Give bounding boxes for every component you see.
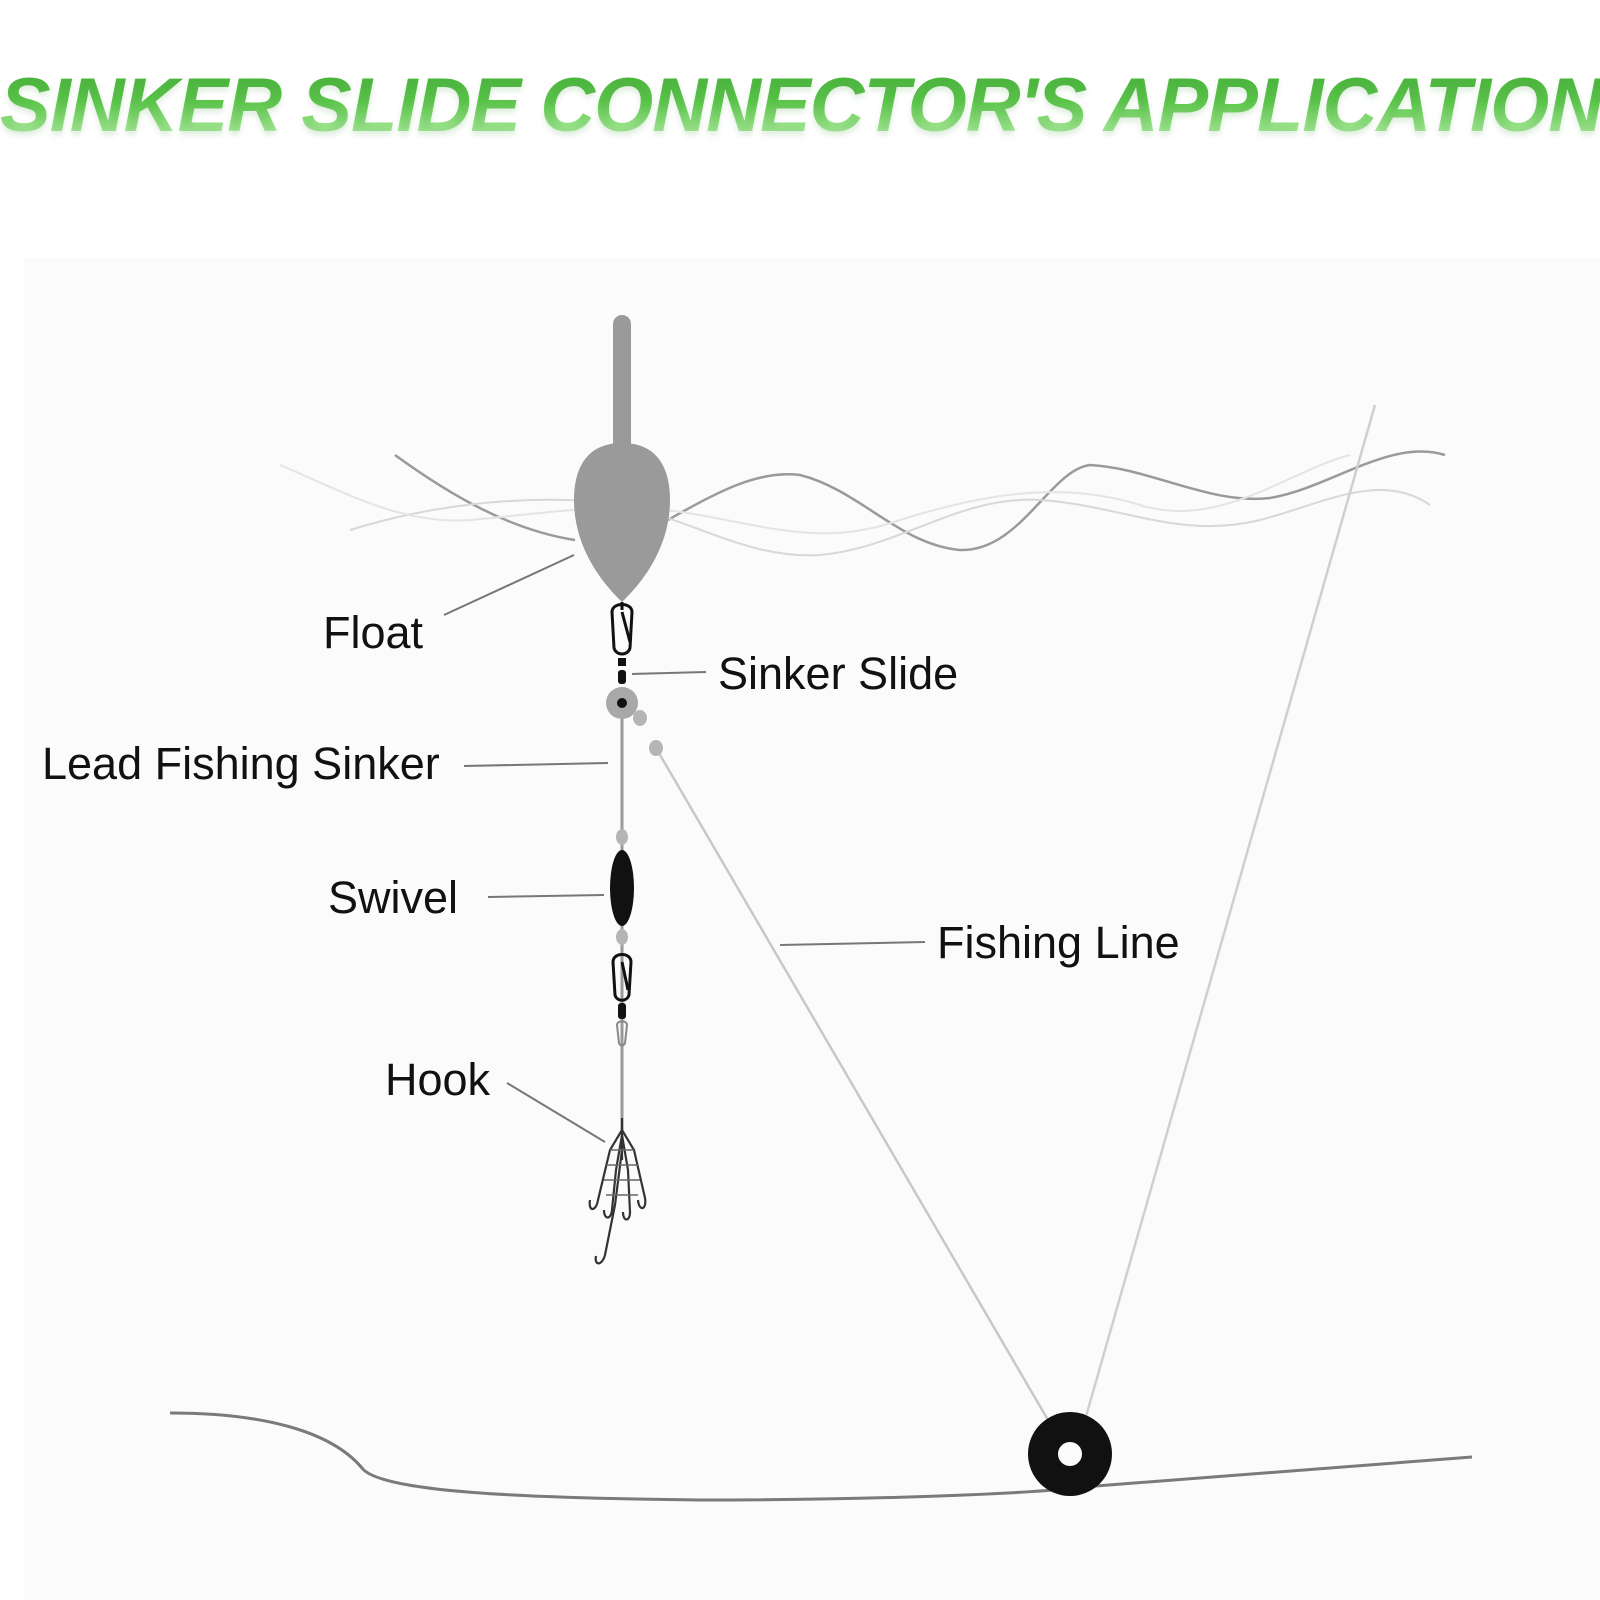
label-swivel: Swivel (328, 872, 458, 923)
label-sinker-slide: Sinker Slide (718, 648, 958, 699)
leader-fishing-line (779, 941, 926, 946)
upper-snap-icon (610, 602, 634, 656)
wave-line-main (394, 450, 1446, 552)
float-icon (574, 315, 670, 602)
hook-icon (588, 1118, 647, 1265)
label-fishing-line: Fishing Line (937, 917, 1180, 968)
fishing-line-to-rod (1083, 404, 1377, 1421)
diagram-panel (24, 258, 1600, 1600)
lake-bottom (169, 1411, 1473, 1502)
lead-sinker-icon (610, 829, 634, 945)
diagram-title: SINKER SLIDE CONNECTOR'S APPLICATION (0, 63, 1600, 148)
leader-lead-sinker (463, 762, 609, 767)
leader-sinker-slide (631, 671, 707, 675)
leader-lines (443, 554, 926, 1143)
wave-line-faint-1 (349, 489, 1431, 557)
anchor-weight-icon (1028, 1412, 1112, 1496)
sinker-slide-icon (606, 658, 663, 756)
label-lead-fishing-sinker: Lead Fishing Sinker (42, 738, 440, 789)
label-float: Float (323, 607, 424, 658)
water-surface (279, 450, 1446, 557)
leader-swivel (487, 894, 605, 898)
wave-line-faint-2 (279, 454, 1351, 535)
label-hook: Hook (385, 1054, 491, 1105)
leader-float (443, 554, 575, 616)
leader-hook (506, 1082, 606, 1143)
fishing-line-to-anchor (654, 747, 1050, 1421)
swivel-icon (611, 953, 633, 1047)
